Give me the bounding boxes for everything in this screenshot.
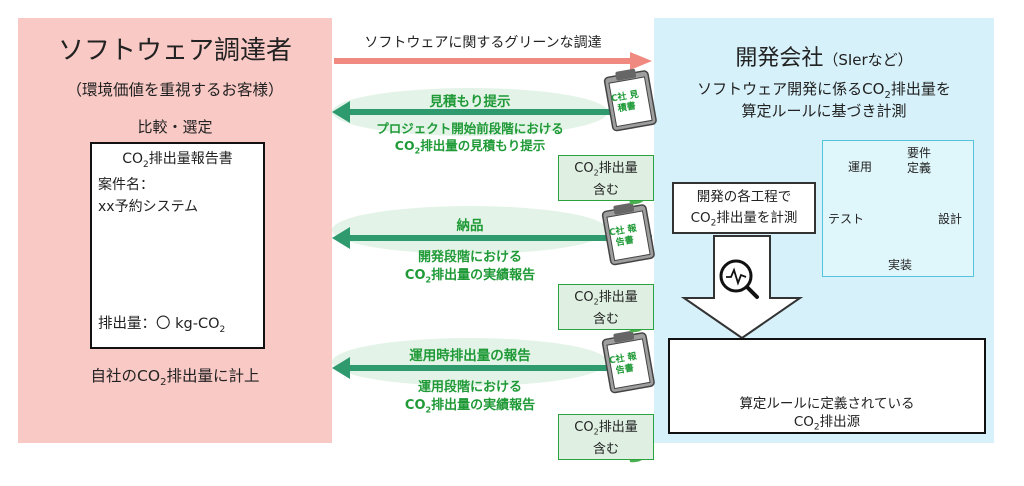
buyer-subtitle: （環境価値を重視するお客様）	[66, 81, 284, 99]
co2-included-box-1: CO2排出量 含む	[558, 155, 654, 201]
compare-label: 比較・選定	[137, 118, 213, 136]
flow-1-line2: CO2排出量の見積もり提示	[394, 138, 546, 156]
top-arrow	[334, 52, 652, 70]
flow-3-line2: CO2排出量の実績報告	[404, 398, 536, 415]
cycle-test: テスト	[828, 212, 865, 226]
report-case-name: xx予約システム	[98, 199, 199, 215]
flow-arrow-1	[332, 101, 652, 123]
source-line2: CO2排出源	[793, 414, 861, 433]
clipboard-icon-2	[601, 202, 655, 266]
developer-title: 開発会社	[735, 46, 824, 71]
flow-2-title: 納品	[456, 218, 484, 234]
flow-3-title: 運用時排出量の報告	[409, 348, 531, 364]
buyer-bottom-label: 自社のCO2排出量に計上	[90, 367, 260, 389]
flow-ellipse-2	[332, 206, 608, 254]
developer-line2: 算定ルールに基づき計測	[741, 102, 907, 120]
report-case-label: 案件名：	[98, 177, 154, 193]
developer-title-note: （SIerなど）	[823, 51, 913, 69]
flow-2-line2: CO2排出量の実績報告	[404, 268, 536, 285]
cycle-design: 設計	[938, 212, 963, 226]
top-arrow-label: ソフトウェアに関するグリーンな調達	[364, 35, 602, 51]
source-line1: 算定ルールに定義されている	[739, 396, 915, 412]
flow-arrow-3	[332, 357, 652, 379]
buyer-title: ソフトウェア調達者	[57, 36, 292, 66]
flow-1-title: 見積もり提示	[429, 94, 511, 110]
flow-1-line1: プロジェクト開始前段階における	[376, 121, 564, 136]
emission-report-document	[90, 142, 265, 349]
clipboard-icon-1	[603, 68, 657, 132]
developer-line1: ソフトウェア開発に係るCO2排出量を	[697, 80, 951, 101]
developer-title-row: 開発会社（SIerなど）	[654, 40, 994, 72]
flow-3-line1: 運用段階における	[417, 380, 522, 395]
magnifier-icon	[719, 259, 759, 299]
measure-box: 開発の各工程で CO2排出量を計測	[672, 182, 816, 234]
report-emission: 排出量：〇 kg-CO2	[98, 316, 226, 335]
flow-arrow-2	[332, 227, 652, 249]
flow-2-line1: 開発段階における	[417, 250, 522, 265]
flow-ellipse-3	[332, 338, 608, 386]
cycle-implementation: 実装	[888, 258, 913, 272]
report-title: CO2排出量報告書	[122, 151, 233, 170]
clipboard-icon-3	[601, 330, 655, 394]
co2-included-box-3: CO2排出量 含む	[558, 414, 654, 460]
emission-source-box	[668, 338, 986, 434]
dev-cycle-box	[822, 140, 974, 277]
co2-included-box-2: CO2排出量 含む	[558, 284, 654, 330]
cycle-operation: 運用	[848, 160, 873, 174]
cycle-requirements: 要件定義	[906, 146, 931, 175]
